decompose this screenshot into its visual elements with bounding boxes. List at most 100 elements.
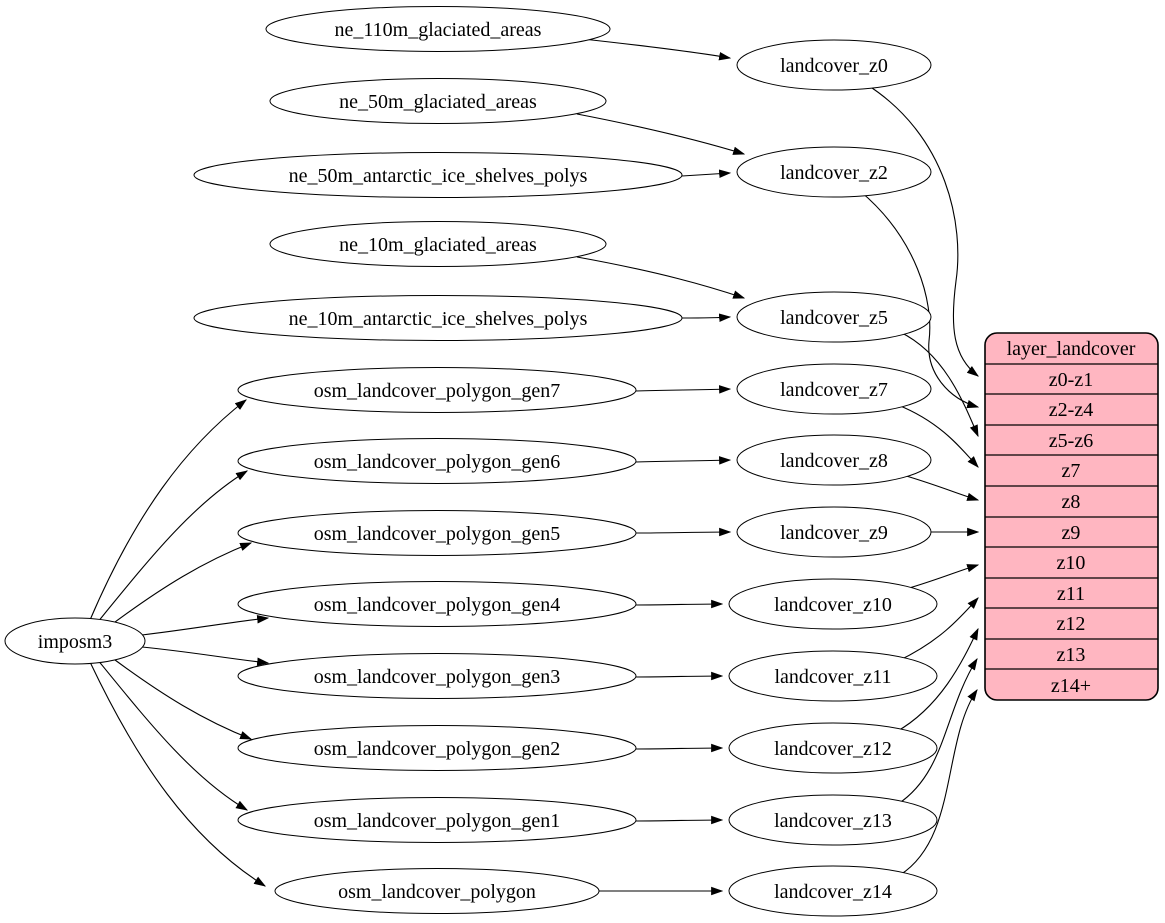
edge-landcover-z14-to-row-z14plus (899, 688, 978, 876)
node-landcover-z14-label: landcover_z14 (774, 881, 892, 903)
node-ne-110m-glaciated-areas-label: ne_110m_glaciated_areas (335, 19, 542, 41)
table-title: layer_landcover (1007, 338, 1136, 360)
table-row-z0-z1: z0-z1 (1049, 369, 1093, 391)
node-osm-landcover-polygon-gen7: osm_landcover_polygon_gen7 (237, 367, 637, 413)
node-landcover-z14: landcover_z14 (728, 865, 938, 917)
node-osm-landcover-polygon-gen4: osm_landcover_polygon_gen4 (237, 581, 637, 627)
node-osm-landcover-polygon-gen2-label: osm_landcover_polygon_gen2 (314, 738, 561, 760)
edge-osm-landcover-polygon-gen3-to-landcover-z11 (635, 671, 724, 681)
edge-ne-10m-glaciated-areas-to-landcover-z5 (576, 256, 746, 299)
node-osm-landcover-polygon-gen3-shape (237, 653, 637, 699)
node-ne-110m-glaciated-areas: ne_110m_glaciated_areas (265, 6, 611, 52)
node-landcover-z0-label: landcover_z0 (780, 55, 888, 77)
node-landcover-z11-shape (728, 650, 938, 702)
node-landcover-z5: landcover_z5 (736, 291, 932, 343)
table-layer-landcover: layer_landcover z0-z1 z2-z4 z5-z6 z7 z8 … (984, 332, 1159, 701)
edge-imposm3-to-osm-landcover-polygon-gen4 (141, 615, 270, 636)
node-osm-landcover-polygon-gen1: osm_landcover_polygon_gen1 (237, 797, 637, 843)
node-ne-10m-antarctic-ice-shelves-polys: ne_10m_antarctic_ice_shelves_polys (193, 295, 683, 341)
table-row-z13: z13 (1057, 644, 1086, 666)
edge-imposm3-to-osm-landcover-polygon-gen7 (89, 399, 247, 621)
edge-ne-10m-antarctic-ice-shelves-polys-to-landcover-z5 (681, 313, 732, 322)
node-osm-landcover-polygon-label: osm_landcover_polygon (338, 881, 536, 903)
edge-imposm3-to-osm-landcover-polygon-gen5 (106, 542, 253, 629)
node-osm-landcover-polygon-gen1-label: osm_landcover_polygon_gen1 (314, 810, 561, 832)
edge-landcover-z10-to-row-z10 (905, 564, 980, 590)
node-ne-50m-glaciated-areas: ne_50m_glaciated_areas (269, 78, 607, 124)
node-ne-50m-antarctic-ice-shelves-polys-shape (193, 152, 683, 198)
node-osm-landcover-polygon-gen5: osm_landcover_polygon_gen5 (237, 510, 637, 556)
edge-ne-110m-glaciated-areas-to-landcover-z0 (582, 38, 732, 61)
node-landcover-z9-shape (736, 506, 932, 558)
table-row-z9: z9 (1062, 522, 1081, 544)
node-ne-50m-glaciated-areas-shape (269, 78, 607, 124)
node-imposm3: imposm3 (4, 617, 146, 665)
node-osm-landcover-polygon-gen3-label: osm_landcover_polygon_gen3 (314, 666, 561, 688)
edge-landcover-z2-to-row-z2-z4 (859, 190, 980, 409)
table-row-z2-z4: z2-z4 (1049, 399, 1093, 421)
edge-imposm3-to-osm-landcover-polygon-gen6 (96, 470, 249, 624)
edge-landcover-z7-to-row-z7 (897, 404, 979, 468)
table-row-z10: z10 (1057, 552, 1086, 574)
node-landcover-z7-label: landcover_z7 (780, 379, 888, 401)
node-landcover-z9: landcover_z9 (736, 506, 932, 558)
node-imposm3-label: imposm3 (38, 631, 112, 653)
node-landcover-z2: landcover_z2 (736, 146, 932, 198)
node-landcover-z12-shape (728, 722, 938, 774)
table-row-z12: z12 (1057, 613, 1086, 635)
edge-landcover-z8-to-row-z8 (902, 474, 980, 501)
edge-osm-landcover-polygon-gen1-to-landcover-z13 (635, 815, 724, 825)
node-osm-landcover-polygon-gen6: osm_landcover_polygon_gen6 (237, 438, 637, 484)
edge-imposm3-to-osm-landcover-polygon (89, 661, 267, 887)
diagram-nodes: imposm3 ne_110m_glaciated_areas ne_50m_g… (4, 6, 938, 917)
node-osm-landcover-polygon-gen3: osm_landcover_polygon_gen3 (237, 653, 637, 699)
node-osm-landcover-polygon-gen2-shape (237, 725, 637, 771)
node-osm-landcover-polygon-gen6-shape (237, 438, 637, 484)
edge-osm-landcover-polygon-gen4-to-landcover-z10 (635, 599, 724, 609)
node-osm-landcover-polygon-gen5-shape (237, 510, 637, 556)
table-row-z11: z11 (1057, 583, 1085, 605)
node-osm-landcover-polygon-gen1-shape (237, 797, 637, 843)
edge-osm-landcover-polygon-gen7-to-landcover-z7 (635, 385, 732, 394)
node-landcover-z0-shape (736, 39, 932, 91)
node-landcover-z12: landcover_z12 (728, 722, 938, 774)
node-landcover-z8-shape (736, 434, 932, 486)
node-ne-10m-antarctic-ice-shelves-polys-label: ne_10m_antarctic_ice_shelves_polys (289, 308, 588, 330)
edge-landcover-z0-to-row-z0-z1 (865, 83, 979, 377)
edge-landcover-z13-to-row-z13 (897, 657, 978, 805)
edge-landcover-z5-to-row-z5-z6 (899, 331, 979, 438)
node-landcover-z13: landcover_z13 (728, 794, 938, 846)
edges-zoom-nodes-to-table (859, 83, 980, 876)
edge-ne-50m-glaciated-areas-to-landcover-z2 (576, 113, 746, 155)
node-landcover-z13-label: landcover_z13 (774, 810, 892, 832)
edge-imposm3-to-osm-landcover-polygon-gen2 (106, 653, 253, 740)
node-osm-landcover-polygon-shape (274, 868, 600, 914)
edge-landcover-z12-to-row-z12 (895, 627, 979, 733)
table-row-z8: z8 (1062, 491, 1081, 513)
node-landcover-z9-label: landcover_z9 (780, 522, 888, 544)
edge-landcover-z11-to-row-z11 (897, 597, 979, 662)
node-landcover-z8-label: landcover_z8 (780, 450, 888, 472)
node-osm-landcover-polygon-gen4-shape (237, 581, 637, 627)
edge-imposm3-to-osm-landcover-polygon-gen3 (141, 646, 270, 666)
table-row-z7: z7 (1062, 460, 1081, 482)
node-landcover-z0: landcover_z0 (736, 39, 932, 91)
node-landcover-z11-label: landcover_z11 (775, 666, 892, 688)
edge-osm-landcover-polygon-gen2-to-landcover-z12 (635, 743, 724, 753)
edge-osm-landcover-polygon-gen5-to-landcover-z9 (635, 527, 732, 537)
node-osm-landcover-polygon-gen5-label: osm_landcover_polygon_gen5 (314, 523, 561, 545)
node-landcover-z2-shape (736, 146, 932, 198)
node-landcover-z5-label: landcover_z5 (780, 307, 888, 329)
node-ne-110m-glaciated-areas-shape (265, 6, 611, 52)
node-osm-landcover-polygon-gen4-label: osm_landcover_polygon_gen4 (314, 594, 561, 616)
edge-ne-50m-antarctic-ice-shelves-polys-to-landcover-z2 (681, 169, 732, 178)
table-row-z5-z6: z5-z6 (1049, 430, 1093, 452)
node-osm-landcover-polygon-gen6-label: osm_landcover_polygon_gen6 (314, 451, 561, 473)
node-landcover-z11: landcover_z11 (728, 650, 938, 702)
edges-imposm3-fanout (89, 399, 270, 887)
node-landcover-z8: landcover_z8 (736, 434, 932, 486)
node-osm-landcover-polygon-gen7-label: osm_landcover_polygon_gen7 (314, 380, 561, 402)
node-landcover-z10-label: landcover_z10 (774, 594, 892, 616)
node-ne-50m-glaciated-areas-label: ne_50m_glaciated_areas (339, 91, 537, 113)
